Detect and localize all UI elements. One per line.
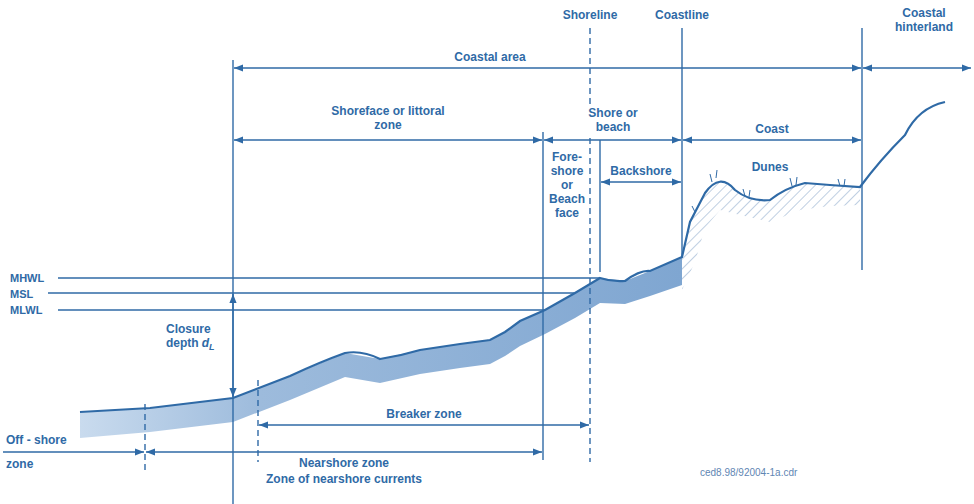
label-text: Shoreface or littoral zone [331, 104, 444, 132]
label-text: Off - shore zone [6, 433, 67, 471]
zone-label: Coast [755, 122, 788, 136]
label-text: Coastal hinterland [895, 6, 953, 34]
zone-label: Shoreface or littoral zone [323, 104, 453, 132]
boundary-lines [145, 28, 862, 504]
coast-profile-line [80, 102, 945, 412]
label-text: Coastal area [454, 50, 525, 64]
file-reference: ced8.98/92004-1a.cdr [700, 466, 797, 480]
label-text: Coast [755, 122, 788, 136]
symbol: d [202, 336, 209, 350]
zone-label: Backshore [610, 164, 671, 178]
dimension-arrows [3, 68, 971, 452]
label-text: Breaker zone [386, 407, 461, 421]
level-label: MLWL [10, 303, 42, 317]
line-label: Shoreline [563, 8, 618, 22]
label-text: Shoreline [563, 8, 618, 22]
zone-label: Shore or beach [579, 106, 647, 134]
label-text: Shore or beach [588, 106, 637, 134]
feature-label: Dunes [752, 160, 789, 174]
zone-label: Fore-shore or Beach face [545, 150, 589, 220]
label-text: MSL [10, 288, 33, 300]
closure-depth-label: Closure depthdL [166, 322, 230, 354]
label-text: Nearshore zone [299, 456, 389, 470]
zone-label: Off - shore zone [6, 428, 80, 476]
label-text: Dunes [752, 160, 789, 174]
label-text: ced8.98/92004-1a.cdr [700, 467, 797, 478]
level-label: MHWL [10, 271, 44, 285]
label-text: MHWL [10, 272, 44, 284]
line-label: Coastline [655, 8, 709, 22]
label-text: Zone of nearshore currents [266, 472, 422, 486]
water-levels [48, 278, 600, 310]
zone-label: Nearshore zone [299, 456, 389, 470]
dune-hatching [682, 180, 860, 290]
zone-label: Breaker zone [386, 407, 461, 421]
symbol-subscript: L [209, 342, 215, 352]
level-label: MSL [10, 287, 33, 301]
label-text: Fore-shore or Beach face [549, 150, 585, 220]
label-text: Coastline [655, 8, 709, 22]
label-text: Backshore [610, 164, 671, 178]
dune-grass [692, 170, 845, 212]
zone-label: Zone of nearshore currents [266, 472, 422, 486]
zone-label: Coastal area [452, 50, 527, 64]
label-text: MLWL [10, 304, 42, 316]
zone-label: Coastal hinterland [883, 6, 965, 34]
